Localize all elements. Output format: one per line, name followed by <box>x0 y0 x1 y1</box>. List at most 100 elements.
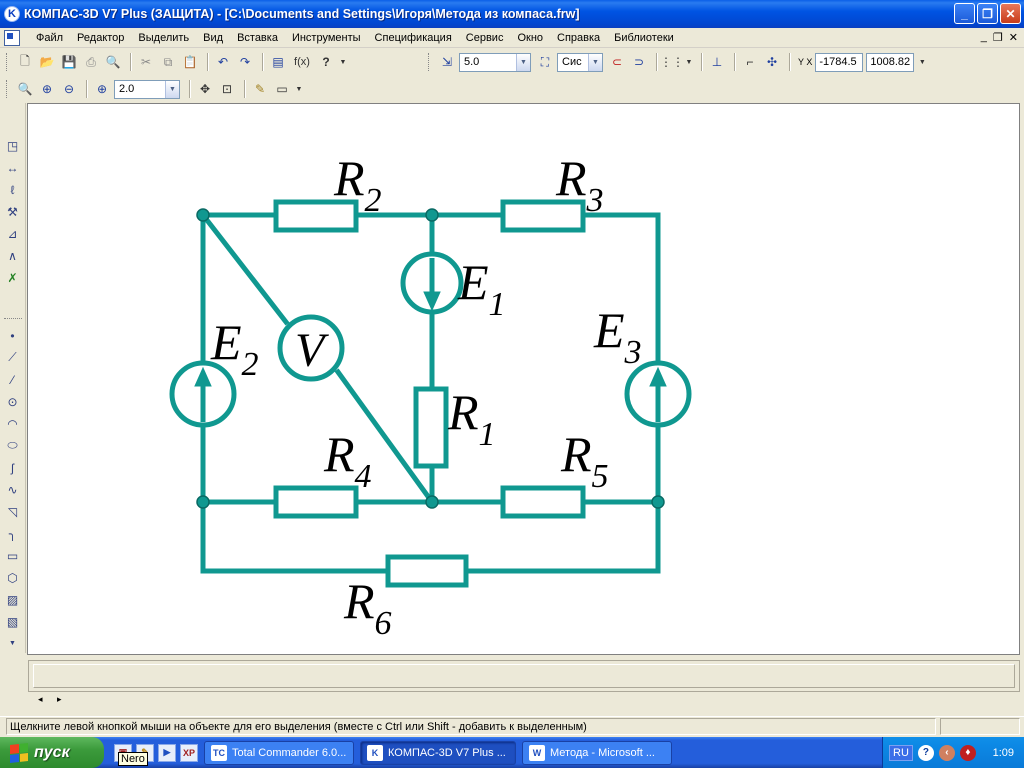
node[interactable] <box>425 495 439 509</box>
zoom-scale-icon[interactable]: ⊕ <box>96 82 108 96</box>
variables-button[interactable]: f(x) <box>294 56 310 68</box>
edit-icon[interactable]: ⚒ <box>7 204 18 219</box>
menu-file[interactable]: Файл <box>36 31 64 44</box>
chamfer-icon[interactable]: ◹ <box>7 504 18 519</box>
menu-window[interactable]: Окно <box>517 31 544 44</box>
menu-libraries[interactable]: Библиотеки <box>614 31 674 44</box>
round-icon[interactable]: ✣ <box>766 55 778 69</box>
select-icon[interactable]: ✗ <box>7 270 18 285</box>
help-dropdown-icon[interactable]: ▼ <box>339 58 347 66</box>
zoom-window-icon[interactable]: 🔍 <box>17 82 33 96</box>
doc-close-icon[interactable]: ✕ <box>1008 32 1018 44</box>
redo-icon[interactable]: ↷ <box>239 55 251 69</box>
node[interactable] <box>196 208 210 222</box>
task-word[interactable]: W Метода - Microsoft ... <box>522 740 672 765</box>
help-tray-icon[interactable]: ? <box>917 744 934 761</box>
sheet-nav-arrows[interactable]: ◂ ▸ <box>38 694 68 704</box>
dimensions-icon[interactable]: ↔ <box>6 160 19 175</box>
arc-icon[interactable]: ◠ <box>7 416 18 431</box>
menu-service[interactable]: Сервис <box>465 31 504 44</box>
menu-view[interactable]: Вид <box>203 31 224 44</box>
task-total-commander[interactable]: TC Total Commander 6.0... <box>204 740 354 765</box>
zoom-combo[interactable]: 2.0 ▼ <box>114 79 180 99</box>
chevron-down-icon[interactable]: ▼ <box>165 80 179 98</box>
circle-icon[interactable]: ⊙ <box>7 394 18 409</box>
polyline-icon[interactable]: ∿ <box>7 482 18 497</box>
snap-magnet-icon[interactable]: ⊂ <box>611 55 623 69</box>
menu-editor[interactable]: Редактор <box>77 31 125 44</box>
undo-icon[interactable]: ↶ <box>217 55 229 69</box>
fillet-icon[interactable]: ╮ <box>8 526 17 541</box>
voltmeter[interactable] <box>277 314 345 382</box>
measure-icon[interactable]: ∧ <box>8 248 17 263</box>
point-icon[interactable]: • <box>10 328 15 343</box>
resistor-r2[interactable] <box>273 199 359 233</box>
drawing-canvas[interactable]: R2 R3 E1 E2 E3 V R1 R4 R5 R6 <box>27 103 1020 655</box>
quicklaunch-icon-4[interactable]: XP <box>180 743 198 762</box>
new-file-icon[interactable]: 🗋 <box>20 53 30 68</box>
snap-settings-icon[interactable]: ⊃ <box>633 55 645 69</box>
step-cursor-icon[interactable]: ⇲ <box>441 55 453 69</box>
title-bar[interactable]: K КОМПАС-3D V7 Plus (ЗАЩИТА) - [C:\Docum… <box>0 0 1024 28</box>
toolbar-grip[interactable] <box>428 53 431 71</box>
quicklaunch-icon-3[interactable]: ▶ <box>158 743 176 762</box>
save-icon[interactable]: 💾 <box>61 55 77 69</box>
resistor-r6[interactable] <box>385 554 469 588</box>
parametrization-icon[interactable]: ⊿ <box>7 226 18 241</box>
spline-icon[interactable]: ʃ <box>11 460 14 475</box>
segment-icon[interactable]: ⁄ <box>11 372 14 387</box>
language-indicator[interactable]: RU <box>889 744 913 761</box>
resistor-r1[interactable] <box>413 386 449 469</box>
pan-icon[interactable]: ✥ <box>199 82 211 96</box>
resistor-r5[interactable] <box>500 485 586 519</box>
security-tray-icon[interactable]: ♦ <box>959 744 976 761</box>
grid-dropdown-icon[interactable]: ▼ <box>685 58 693 66</box>
display-dropdown-icon[interactable]: ▼ <box>295 85 303 93</box>
coord-y-field[interactable]: 1008.82 <box>866 52 915 72</box>
doc-restore-icon[interactable]: ❐ <box>992 32 1003 44</box>
menu-select[interactable]: Выделить <box>138 31 190 44</box>
copy-icon[interactable]: ⧉ <box>163 54 173 69</box>
paste-icon[interactable]: 📋 <box>182 55 198 69</box>
display-mode-icon[interactable]: ▭ <box>276 82 288 96</box>
rectangle-icon[interactable]: ▭ <box>6 548 19 563</box>
zoom-out-icon[interactable]: ⊖ <box>63 82 75 96</box>
doc-minimize-icon[interactable]: _ <box>980 31 987 43</box>
more-tools-icon[interactable]: ▼ <box>9 640 16 647</box>
chevron-down-icon[interactable]: ▼ <box>516 53 530 71</box>
node[interactable] <box>425 208 439 222</box>
clock[interactable]: 1:09 <box>992 746 1014 759</box>
task-kompas[interactable]: K КОМПАС-3D V7 Plus ... <box>360 740 516 765</box>
start-button[interactable]: пуск <box>0 737 104 768</box>
coord-x-field[interactable]: -1784.5 <box>815 52 864 72</box>
ellipse-icon[interactable]: ⬭ <box>7 438 18 452</box>
local-coords-icon[interactable]: ⊥ <box>711 55 723 69</box>
geometry-icon[interactable]: ◳ <box>6 138 19 153</box>
toolbar-grip[interactable] <box>3 318 22 321</box>
hatch-icon[interactable]: ▨ <box>6 592 19 607</box>
close-button[interactable]: ✕ <box>1000 3 1021 24</box>
refresh-icon[interactable]: ✎ <box>254 82 266 96</box>
zoom-in-icon[interactable]: ⊕ <box>41 82 53 96</box>
cut-icon[interactable]: ✂ <box>140 55 152 69</box>
menu-insert[interactable]: Вставка <box>237 31 278 44</box>
menu-tools[interactable]: Инструменты <box>291 31 361 44</box>
style-combo[interactable]: Сис ▼ <box>557 52 603 72</box>
open-file-icon[interactable]: 📂 <box>39 55 55 69</box>
ortho-icon[interactable]: ⌐ <box>746 55 754 69</box>
node[interactable] <box>196 495 210 509</box>
context-help-button[interactable]: ? <box>322 55 330 69</box>
menu-help[interactable]: Справка <box>557 31 601 44</box>
chevron-down-icon[interactable]: ▼ <box>588 53 602 71</box>
equidistant-icon[interactable]: ▧ <box>6 614 19 629</box>
menu-specification[interactable]: Спецификация <box>374 31 452 44</box>
resistor-r4[interactable] <box>273 485 359 519</box>
symbols-icon[interactable]: ℓ <box>10 182 15 197</box>
layer-style-icon[interactable]: ⛶ <box>540 54 550 69</box>
manager-icon[interactable]: ▤ <box>272 55 284 69</box>
node[interactable] <box>651 495 665 509</box>
minimize-button[interactable]: _ <box>954 3 975 24</box>
auxiliary-line-icon[interactable]: ⟋ <box>8 350 17 364</box>
toolbar-grip[interactable] <box>6 53 9 71</box>
coords-dropdown-icon[interactable]: ▼ <box>918 58 926 66</box>
